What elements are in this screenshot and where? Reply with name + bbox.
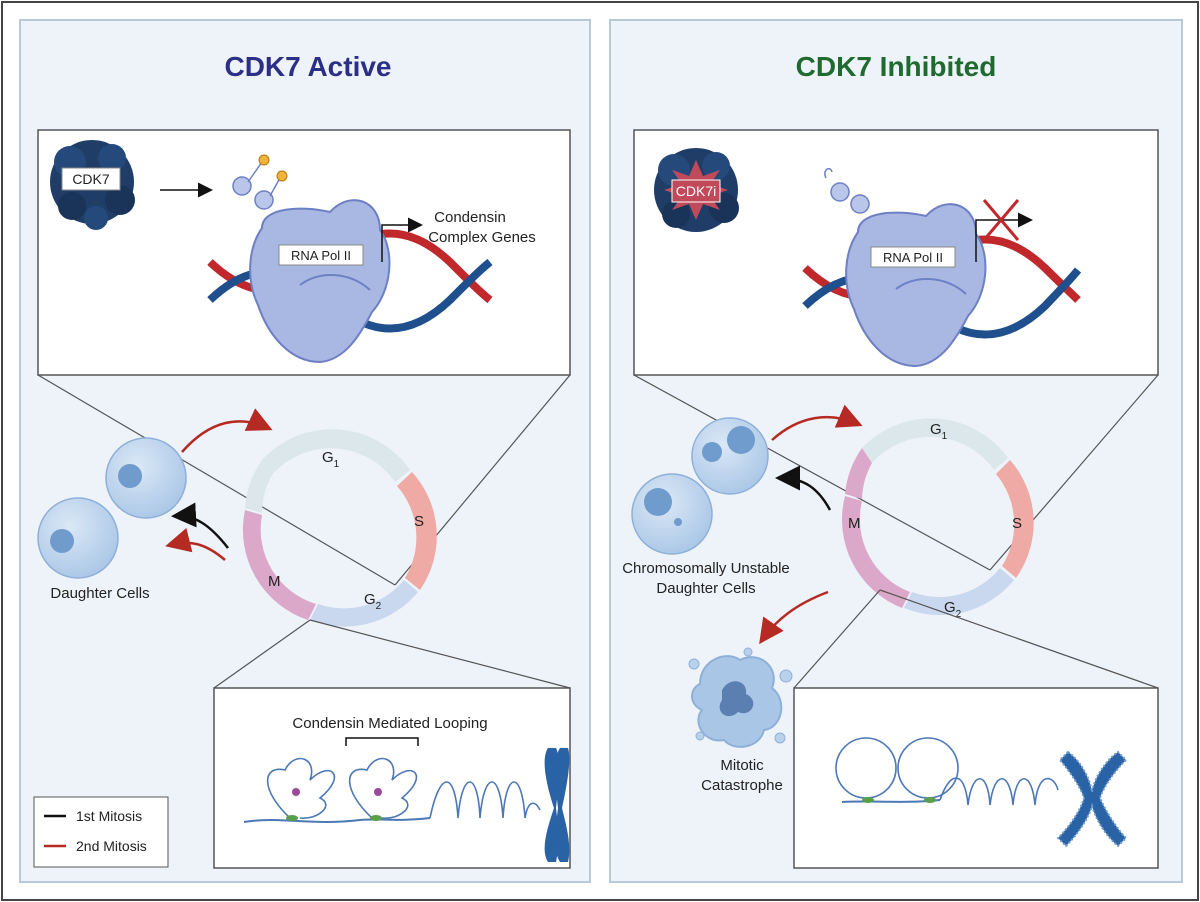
catastrophe-label-line1: Mitotic	[720, 757, 764, 774]
catastrophe-label-line2: Catastrophe	[701, 777, 783, 794]
left-zoom-line-d	[309, 619, 571, 689]
right-cycle-s: S	[1012, 515, 1022, 532]
right-arrow-cell-to-g1	[771, 404, 863, 441]
left-arrow-first-mitosis	[171, 502, 229, 549]
right-panel-title: CDK7 Inhibited	[796, 51, 997, 82]
cdk7i-label: CDK7i	[676, 183, 716, 199]
left-rna-pol-ii-icon	[232, 154, 391, 364]
left-chromatin-fiber	[243, 757, 541, 823]
left-panel-title: CDK7 Active	[224, 51, 391, 82]
left-zoom-line-c	[213, 619, 311, 689]
legend-second-label: 2nd Mitosis	[76, 838, 147, 854]
cdk7-label: CDK7	[72, 171, 110, 187]
right-cycle-g1: G1	[930, 421, 948, 442]
mitotic-catastrophe-icon	[688, 647, 793, 748]
left-zoom-line-a	[37, 374, 396, 586]
right-cycle-g2: G2	[944, 599, 962, 620]
right-daughter-label-line1: Chromosomally Unstable	[622, 560, 790, 577]
right-abnormal-chromosome	[1056, 750, 1128, 848]
right-chromatin-fiber	[835, 737, 1059, 806]
cdk7i-label-box	[671, 179, 721, 203]
right-rna-pol-ii-icon	[824, 167, 987, 368]
left-pol-label-box	[278, 244, 364, 266]
right-panel: CDK7 Inhibited CDK7i RNA Pol II	[609, 19, 1183, 883]
right-unstable-daughter-cells	[631, 417, 769, 555]
loop-bracket	[345, 737, 419, 746]
right-zoom-line-a	[633, 374, 991, 571]
blocked-transcription-x-icon	[982, 199, 1020, 241]
left-condensed-chromosome	[544, 748, 570, 862]
right-daughter-label-line2: Daughter Cells	[656, 580, 755, 597]
left-arrow-second-mitosis	[165, 528, 226, 561]
legend-box	[33, 796, 169, 868]
right-pol-label-box	[870, 246, 956, 268]
right-arrow-second-mitosis	[759, 590, 829, 645]
left-daughter-label: Daughter Cells	[50, 585, 149, 602]
left-panel: CDK7 Active CDK7	[19, 19, 591, 883]
right-zoom-line-d	[879, 589, 1159, 689]
left-arrow-cell-to-g1	[181, 408, 273, 453]
left-loop-label: Condensin Mediated Looping	[292, 715, 487, 732]
right-arrow-first-mitosis	[775, 465, 832, 511]
left-cycle-m: M	[268, 573, 281, 590]
right-pol-label: RNA Pol II	[883, 250, 943, 265]
right-cycle-m: M	[848, 515, 861, 532]
left-cell-cycle	[242, 429, 437, 627]
left-daughter-cells	[37, 437, 187, 579]
left-target-label-line1: Condensin	[434, 209, 506, 226]
right-cell-cycle	[842, 418, 1034, 616]
right-transcription-arrow	[975, 212, 1033, 262]
left-cycle-g2: G2	[364, 591, 382, 612]
left-cycle-s: S	[414, 513, 424, 530]
left-transcription-arrow	[381, 217, 423, 262]
cdk7-label-box	[61, 167, 121, 191]
left-pol-label: RNA Pol II	[291, 248, 351, 263]
left-cycle-g1: G1	[322, 449, 340, 470]
legend-first-label: 1st Mitosis	[76, 808, 142, 824]
right-zoom-line-c	[793, 589, 881, 689]
left-target-label-line2: Complex Genes	[428, 229, 536, 246]
